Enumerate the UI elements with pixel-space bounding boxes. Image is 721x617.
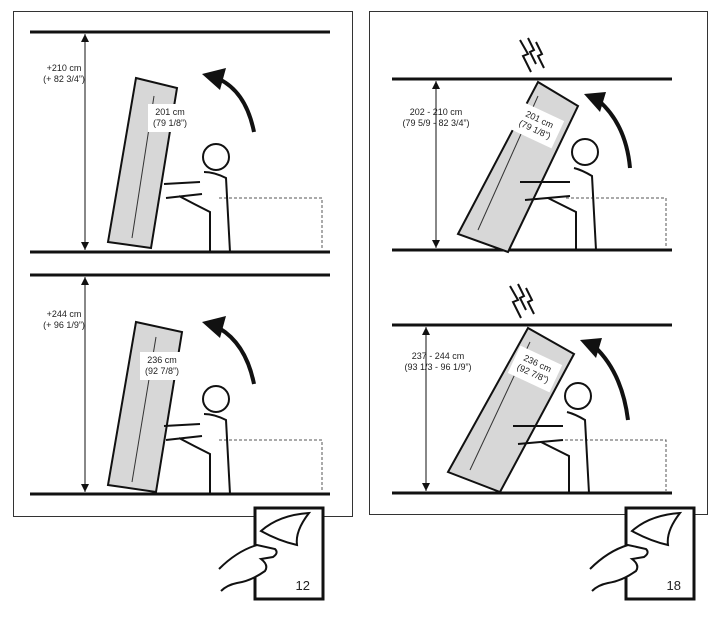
height-label-inches: (+ 82 3/4”) <box>43 74 85 84</box>
right-bottom-scene: 237 - 244 cm (93 1/3 - 96 1/9”) 236 cm (… <box>392 283 672 495</box>
wardrobe-panel <box>456 80 580 254</box>
page-turn-badge-left: 12 <box>217 505 327 602</box>
curved-arrow-icon <box>596 98 632 169</box>
height-label-inches: (+ 96 1/9”) <box>43 320 85 330</box>
wardrobe-panel <box>446 326 576 494</box>
height-label: 237 - 244 cm <box>412 351 465 361</box>
page-curl-icon <box>259 511 312 547</box>
page-curl-icon <box>630 511 683 547</box>
furniture-outline <box>560 439 667 491</box>
curved-arrow-icon <box>218 77 256 133</box>
height-label: +210 cm <box>47 63 82 73</box>
height-label: 202 - 210 cm <box>410 107 463 117</box>
page-turn-badge-right: 18 <box>588 505 698 602</box>
furniture-outline <box>219 439 323 492</box>
panel-label-inches: (79 1/8”) <box>153 118 187 128</box>
panel-label-bg <box>507 345 563 393</box>
page-turn-hand-icon <box>589 543 649 592</box>
right-panel: 202 - 210 cm (79 5/9 - 82 3/4”) 201 cm (… <box>369 11 708 515</box>
panel-label-bg <box>509 101 565 149</box>
height-label-inches: (93 1/3 - 96 1/9”) <box>404 362 471 372</box>
page-number: 12 <box>296 578 310 593</box>
curved-arrow-icon <box>592 344 630 421</box>
panel-label: 201 cm <box>155 107 185 117</box>
wardrobe-panel <box>106 76 179 250</box>
lightning-icon <box>519 37 545 73</box>
person-figure <box>520 138 599 251</box>
panel-label-inches: (92 7/8”) <box>145 366 179 376</box>
height-label-inches: (79 5/9 - 82 3/4”) <box>402 118 469 128</box>
curved-arrow-icon <box>217 326 256 385</box>
panel-label-bg <box>148 104 192 132</box>
person-figure <box>163 143 231 253</box>
wardrobe-panel <box>106 320 184 494</box>
panel-label-bg <box>140 352 184 380</box>
right-illustration: 202 - 210 cm (79 5/9 - 82 3/4”) 201 cm (… <box>392 37 672 495</box>
person-figure <box>513 382 592 494</box>
lightning-icon <box>509 283 535 319</box>
page-number: 18 <box>667 578 681 593</box>
page-turn-hand-icon <box>218 543 278 592</box>
furniture-outline <box>219 197 323 250</box>
panel-label: 236 cm <box>147 355 177 365</box>
left-illustration: +210 cm (+ 82 3/4”) 201 cm (79 1/8”) <box>30 30 330 496</box>
right-top-scene: 202 - 210 cm (79 5/9 - 82 3/4”) 201 cm (… <box>392 37 672 254</box>
furniture-outline <box>566 197 667 248</box>
left-top-scene: +210 cm (+ 82 3/4”) 201 cm (79 1/8”) <box>30 30 330 254</box>
left-panel: +210 cm (+ 82 3/4”) 201 cm (79 1/8”) <box>13 11 353 517</box>
person-figure <box>163 385 231 495</box>
height-label: +244 cm <box>47 309 82 319</box>
left-bottom-scene: +244 cm (+ 96 1/9”) 236 cm (92 7/8”) <box>30 273 330 496</box>
